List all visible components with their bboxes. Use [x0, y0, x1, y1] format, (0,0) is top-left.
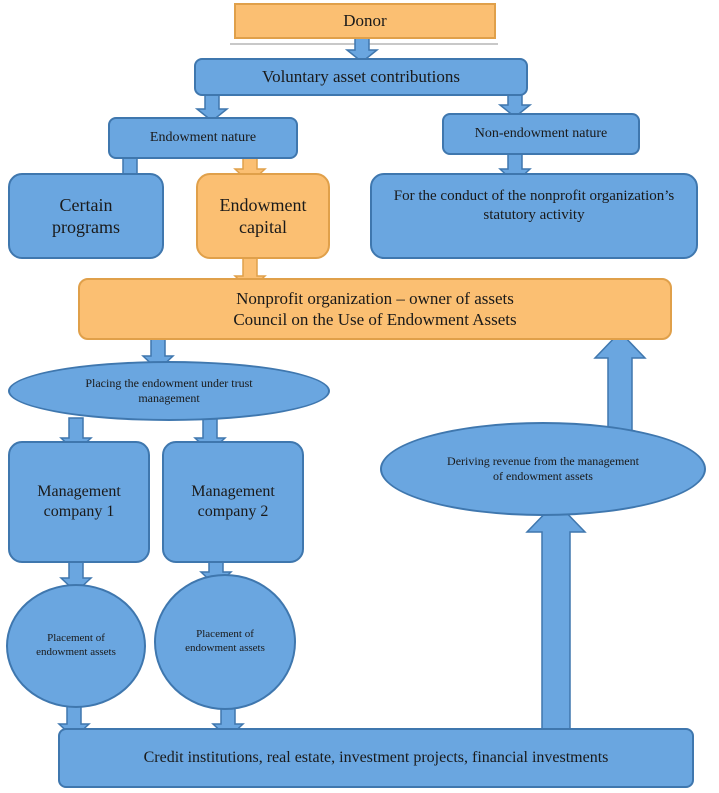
- credit-institutions-box: Credit institutions, real estate, invest…: [58, 728, 694, 788]
- voluntary-contributions-label: Voluntary asset contributions: [262, 67, 460, 87]
- voluntary-contributions-box: Voluntary asset contributions: [194, 58, 528, 96]
- revenue-ellipse: Deriving revenue from the management of …: [380, 422, 706, 516]
- placement-circle-1: Placement of endowment assets: [6, 584, 146, 708]
- trust-management-ellipse: Placing the endowment under trust manage…: [8, 361, 330, 421]
- trust-management-label: Placing the endowment under trust manage…: [85, 376, 253, 405]
- credit-institutions-label: Credit institutions, real estate, invest…: [143, 749, 609, 766]
- endowment-capital-box: Endowment capital: [196, 173, 330, 259]
- placement-1-label: Placement of endowment assets: [36, 632, 116, 658]
- endowment-nature-label: Endowment nature: [149, 130, 257, 146]
- nonprofit-organization-label: Nonprofit organization – owner of assets: [236, 288, 514, 308]
- donor-box: Donor: [234, 3, 496, 39]
- non-endowment-nature-box: Non-endowment nature: [442, 113, 640, 155]
- donor-label: Donor: [343, 11, 387, 31]
- management-company-2-label: Management company 2: [191, 483, 275, 520]
- certain-programs-label: Certain programs: [52, 194, 120, 238]
- endowment-nature-box: Endowment nature: [108, 117, 298, 159]
- placement-circle-2: Placement of endowment assets: [154, 574, 296, 710]
- non-endowment-nature-label: Non-endowment nature: [474, 126, 608, 142]
- arrow-credit-to-revenue: [525, 500, 587, 731]
- statutory-activity-label: For the conduct of the nonprofit organiz…: [393, 188, 675, 223]
- endowment-council-label: Council on the Use of Endowment Assets: [233, 310, 517, 329]
- management-company-1-label: Management company 1: [37, 483, 121, 520]
- management-company-1-box: Management company 1: [8, 441, 150, 563]
- arrow-revenue-to-npo: [593, 330, 647, 441]
- placement-2-label: Placement of endowment assets: [185, 628, 265, 654]
- management-company-2-box: Management company 2: [162, 441, 304, 563]
- endowment-capital-label: Endowment capital: [219, 194, 307, 238]
- arrow-donor-to-voluntary: [344, 37, 380, 63]
- nonprofit-organization-box: Nonprofit organization – owner of assets…: [78, 278, 672, 340]
- revenue-label: Deriving revenue from the management of …: [447, 454, 639, 483]
- certain-programs-box: Certain programs: [8, 173, 164, 259]
- statutory-activity-box: For the conduct of the nonprofit organiz…: [370, 173, 698, 259]
